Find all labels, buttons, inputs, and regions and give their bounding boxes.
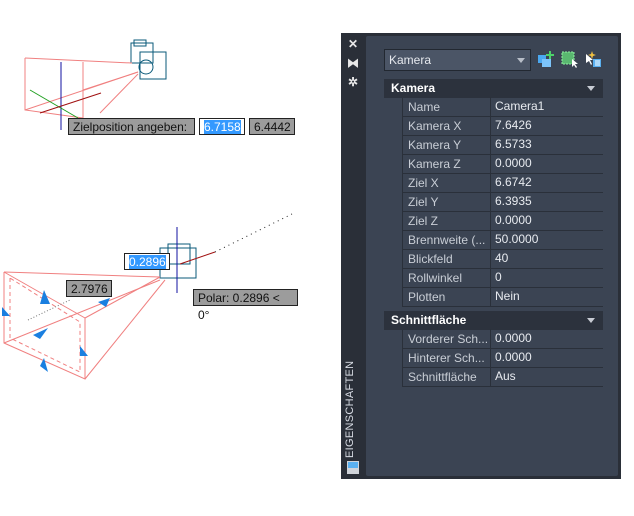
property-row[interactable]: Hinterer Sch... 0.0000 (402, 348, 603, 368)
property-row[interactable]: Blickfeld 40 (402, 249, 603, 269)
select-objects-icon[interactable] (561, 50, 579, 68)
quick-select-icon[interactable] (584, 50, 602, 68)
target-x-input[interactable]: 6.7158 (199, 118, 245, 135)
property-label: Ziel Z (408, 214, 438, 228)
property-value[interactable]: 0.0000 (490, 329, 532, 348)
property-row[interactable]: Ziel Z 0.0000 (402, 211, 603, 231)
property-value[interactable]: 0 (490, 268, 502, 287)
property-value[interactable]: Camera1 (490, 97, 544, 116)
distance-input[interactable]: 0.2896 (124, 253, 170, 270)
property-value[interactable]: Aus (490, 367, 516, 386)
property-label: Kamera Y (408, 138, 462, 152)
property-label: Kamera Z (408, 157, 461, 171)
property-value[interactable]: 0.0000 (490, 348, 532, 367)
property-row[interactable]: Ziel X 6.6742 (402, 173, 603, 193)
property-value[interactable]: 50.0000 (490, 230, 538, 249)
property-row[interactable]: Ziel Y 6.3935 (402, 192, 603, 212)
camera-frustum-bottom (3, 271, 166, 380)
property-value[interactable]: 0.0000 (490, 211, 532, 230)
section-title: Schnittfläche (391, 313, 467, 327)
settings-icon[interactable]: ✲ (347, 75, 359, 89)
property-row[interactable]: Kamera Y 6.5733 (402, 135, 603, 155)
property-value[interactable]: 6.6742 (490, 173, 532, 192)
property-label: Blickfeld (408, 252, 453, 266)
length-field[interactable]: 2.7976 (66, 280, 112, 297)
property-label: Ziel X (408, 176, 439, 190)
property-label: Name (408, 100, 441, 114)
property-label: Brennweite (... (408, 233, 486, 247)
property-value[interactable]: 40 (490, 249, 508, 268)
target-x-value: 6.7158 (204, 120, 241, 134)
object-type-dropdown[interactable]: Kamera (384, 49, 531, 71)
object-type-value: Kamera (389, 53, 432, 67)
property-value[interactable]: 0.0000 (490, 154, 532, 173)
property-row[interactable]: Rollwinkel 0 (402, 268, 603, 288)
drawing-viewport[interactable]: Zielposition angeben: 6.7158 6.4442 0.28… (0, 0, 330, 511)
section-kamera[interactable]: Kamera (384, 79, 603, 98)
property-row[interactable]: Vorderer Sch...0.0000 (402, 329, 603, 349)
property-label: Kamera X (408, 119, 462, 133)
property-value[interactable]: Nein (490, 287, 520, 306)
distance-value: 0.2896 (129, 255, 166, 269)
section-title: Kamera (391, 81, 436, 95)
property-row[interactable]: Brennweite (... 50.0000 (402, 230, 603, 250)
property-row[interactable]: Schnittfläche Aus (402, 367, 603, 387)
properties-palette: ✕ ⧓ ✲ EIGENSCHAFTEN Kamera Kamera Name Ca… (341, 33, 621, 479)
target-y-field[interactable]: 6.4442 (249, 118, 295, 135)
properties-icon (347, 461, 359, 474)
collapse-icon[interactable] (587, 318, 595, 323)
toggle-pickadd-icon[interactable] (537, 50, 555, 68)
property-label: Schnittfläche (408, 370, 477, 384)
property-value[interactable]: 6.5733 (490, 135, 532, 154)
palette-titlebar[interactable]: ✕ ⧓ ✲ EIGENSCHAFTEN (341, 33, 365, 479)
property-label: Rollwinkel (408, 271, 463, 285)
camera-glyph-top (130, 39, 167, 80)
polar-tooltip: Polar: 0.2896 < 0° (193, 289, 298, 322)
collapse-icon[interactable] (587, 86, 595, 91)
property-label: Vorderer Sch... (408, 332, 488, 346)
property-row[interactable]: Kamera X 7.6426 (402, 116, 603, 136)
property-label: Ziel Y (408, 195, 439, 209)
property-value[interactable]: 7.6426 (490, 116, 532, 135)
auto-hide-icon[interactable]: ⧓ (347, 56, 359, 70)
property-value[interactable]: 6.3935 (490, 192, 532, 211)
property-row[interactable]: Plotten Nein (402, 287, 603, 307)
property-row[interactable]: Kamera Z 0.0000 (402, 154, 603, 174)
close-icon[interactable]: ✕ (347, 37, 359, 51)
property-label: Hinterer Sch... (408, 351, 485, 365)
palette-title: EIGENSCHAFTEN (344, 360, 356, 458)
grip-handles[interactable] (2, 290, 110, 372)
property-label: Plotten (408, 290, 446, 304)
prompt-label: Zielposition angeben: (68, 118, 195, 135)
chevron-down-icon (517, 58, 525, 63)
section-schnittflaeche[interactable]: Schnittfläche (384, 311, 603, 330)
camera-frustum-top (24, 57, 139, 119)
property-row[interactable]: Name Camera1 (402, 97, 603, 117)
